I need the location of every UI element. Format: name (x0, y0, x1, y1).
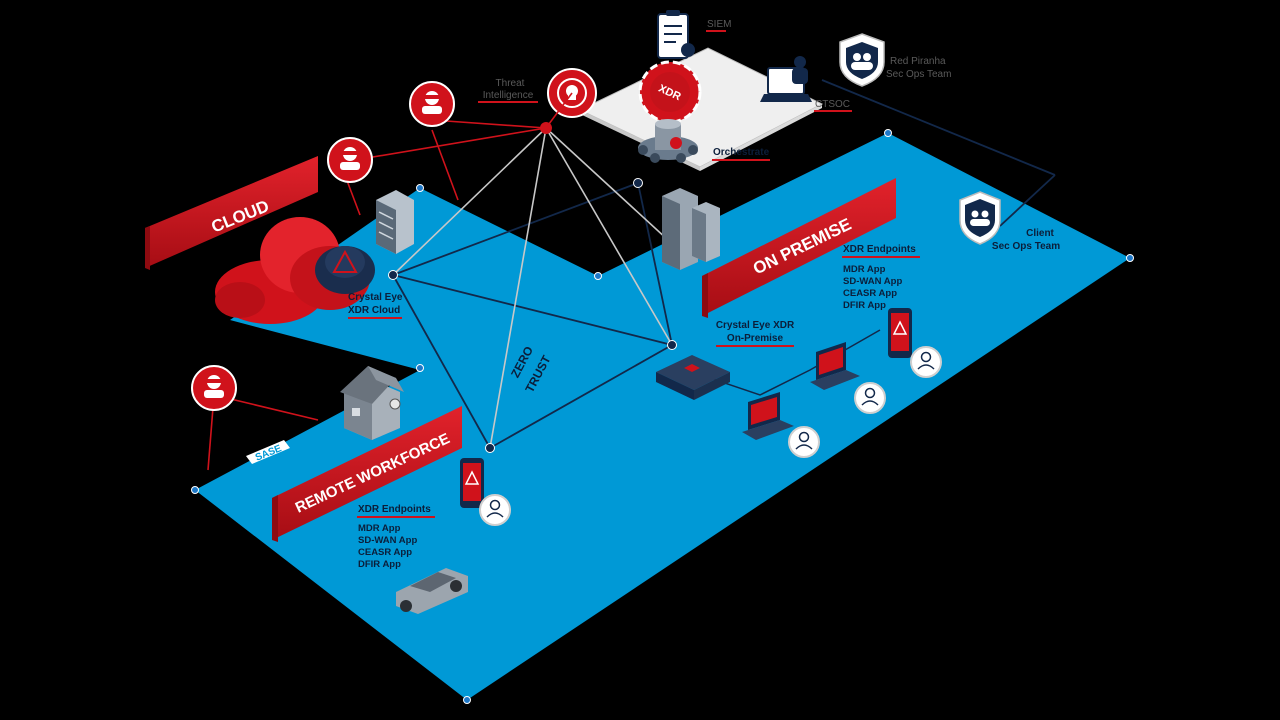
office-buildings-icon (662, 188, 720, 270)
floor-corner-dots (191, 129, 1134, 704)
cloud-shape-icon (215, 217, 375, 324)
soc-panel (578, 47, 824, 168)
remote-app-4: DFIR App (358, 559, 401, 570)
crystal-cloud-label-1: Crystal Eye (348, 292, 403, 303)
remote-endpoints-title: XDR Endpoints (358, 504, 431, 515)
remote-app-1: MDR App (358, 523, 401, 534)
crystal-onprem-label-1: Crystal Eye XDR (716, 320, 795, 331)
cloud-server-rack-icon (376, 190, 414, 254)
threat-intel-label-1: Threat (496, 78, 525, 89)
ctsoc-label: CTSOC (815, 99, 850, 110)
user-avatar-icon-2 (854, 382, 886, 414)
phone-icon-remote (460, 458, 484, 508)
onprem-app-4: DFIR App (843, 300, 886, 311)
red-piranha-shield-icon (839, 33, 885, 87)
client-label-1: Client (1026, 228, 1054, 239)
client-label-2: Sec Ops Team (992, 241, 1060, 252)
client-shield-icon (959, 191, 1001, 245)
house-icon (340, 366, 404, 440)
red-piranha-label-1: Red Piranha (890, 56, 946, 67)
threat-intel-links (392, 127, 673, 449)
floor-platform (195, 133, 1130, 700)
threat-actor-icon-1 (409, 81, 455, 127)
user-avatar-icon-remote (479, 494, 511, 526)
car-icon (396, 568, 468, 614)
crystal-eye-appliance-icon (656, 355, 730, 400)
remote-app-3: CEASR App (358, 547, 412, 558)
onprem-app-1: MDR App (843, 264, 886, 275)
onprem-app-2: SD-WAN App (843, 276, 902, 287)
user-avatar-icon-3 (788, 426, 820, 458)
network-nodes (388, 178, 677, 453)
crystal-cloud-label-2: XDR Cloud (348, 305, 400, 316)
siem-clipboard-icon (657, 10, 695, 59)
crystal-onprem-label-2: On-Premise (727, 333, 784, 344)
threat-actor-icon-3 (191, 365, 237, 411)
orchestrate-server-icon (638, 119, 698, 163)
laptop-icon-2 (742, 392, 794, 440)
threat-hub-node (540, 122, 552, 134)
threat-actor-icon-2 (327, 137, 373, 183)
laptop-icon-1 (810, 342, 860, 390)
threat-intel-label-2: Intelligence (483, 90, 534, 101)
red-piranha-label-2: Sec Ops Team (886, 69, 951, 80)
xdr-gear-hub: XDR (638, 60, 702, 124)
phone-icon-onprem (888, 308, 912, 358)
ctsoc-operator-icon (760, 56, 812, 102)
user-avatar-icon-1 (910, 346, 942, 378)
orchestrate-label: Orchestrate (713, 147, 770, 158)
zero-trust-links (392, 79, 1056, 449)
siem-label: SIEM (707, 19, 731, 30)
onprem-app-3: CEASR App (843, 288, 897, 299)
remote-app-2: SD-WAN App (358, 535, 417, 546)
onprem-endpoints-title: XDR Endpoints (843, 244, 916, 255)
